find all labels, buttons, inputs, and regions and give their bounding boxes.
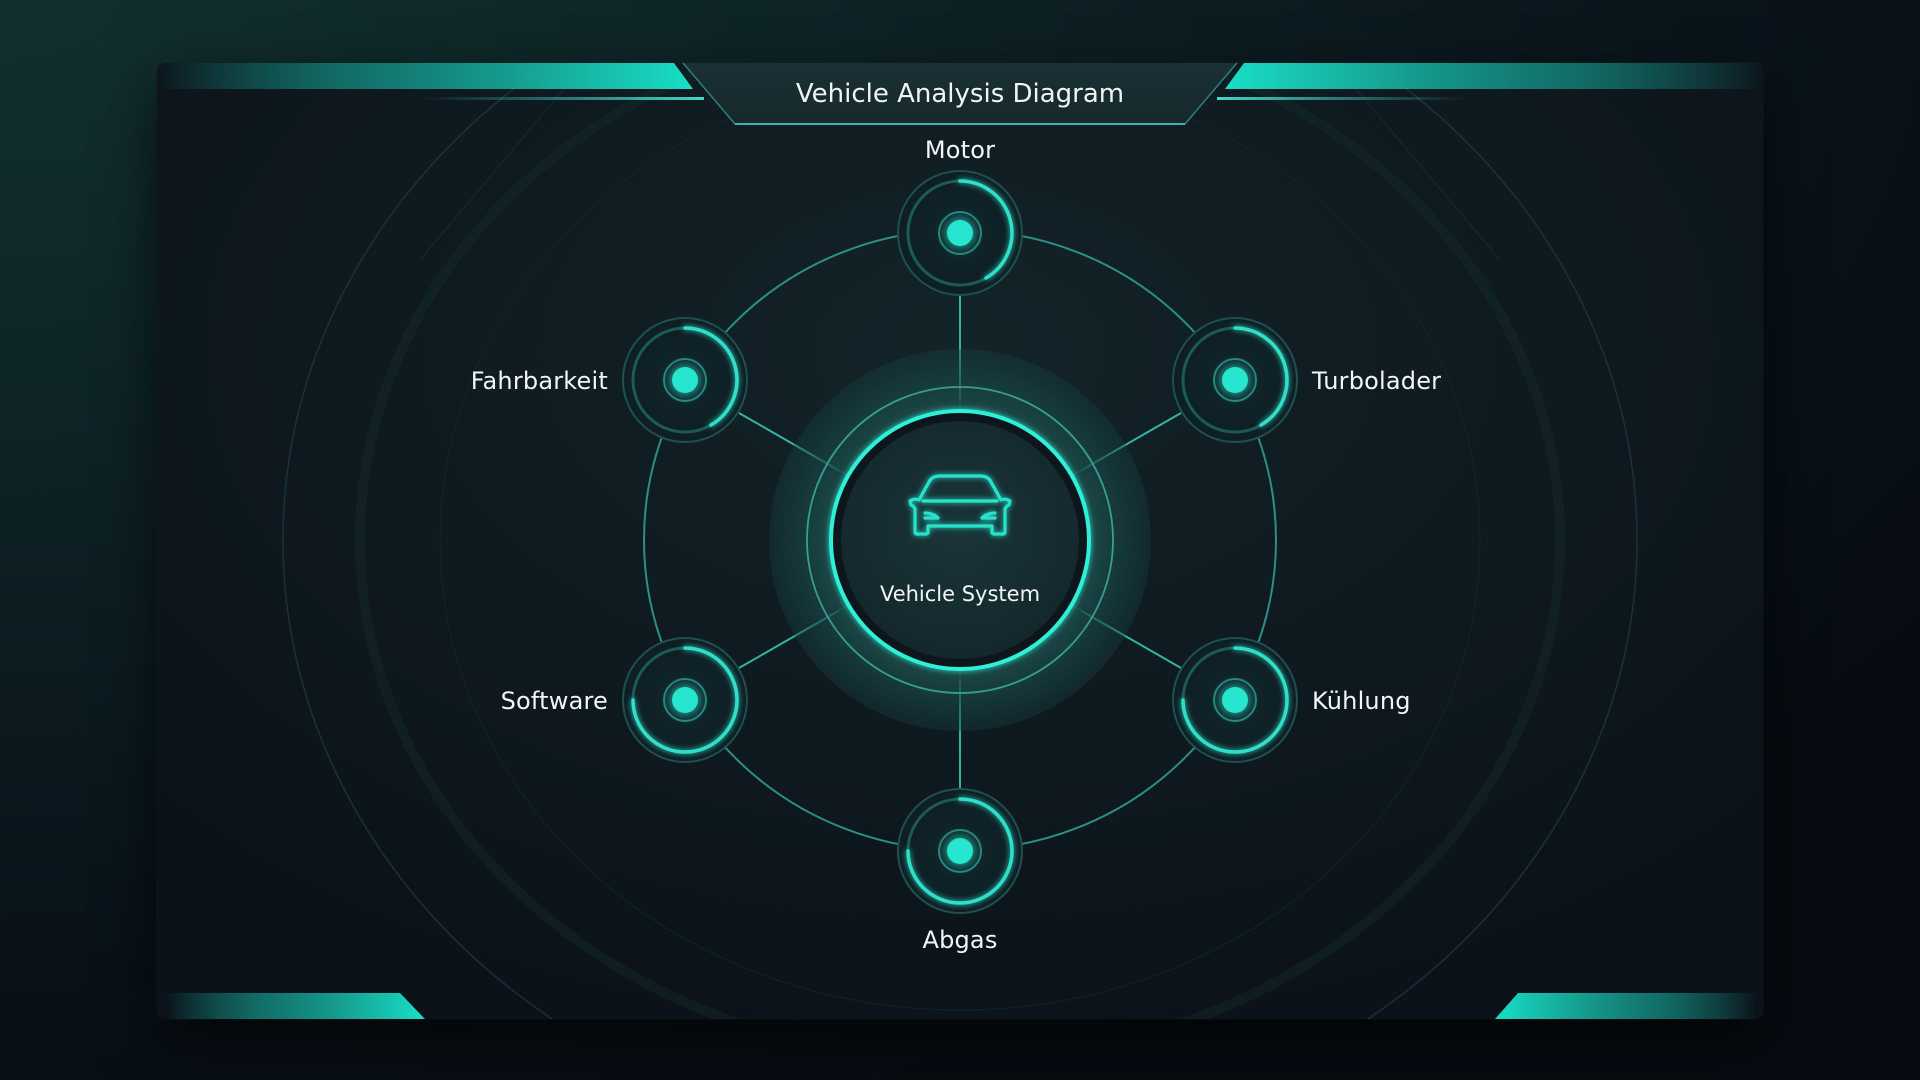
car-front-icon [908,474,1012,536]
node-software[interactable] [622,637,748,763]
node-label-abgas: Abgas [922,926,998,954]
node-label-kuehlung: Kühlung [1312,687,1411,715]
node-abgas[interactable] [897,788,1023,914]
title-plate [682,62,1238,125]
node-label-software: Software [500,687,608,715]
node-label-motor: Motor [924,136,996,164]
diagram-title: Vehicle Analysis Diagram [795,79,1125,109]
bottom-left-accent [165,993,425,1019]
node-label-turbolader: Turbolader [1312,367,1442,395]
top-right-accent [1217,63,1763,100]
node-label-fahrbarkeit: Fahrbarkeit [470,367,608,395]
top-left-accent [157,63,704,100]
bottom-right-accent [1495,993,1757,1019]
center-hub [769,349,1151,731]
center-label: Vehicle System [879,582,1041,606]
node-motor[interactable] [897,170,1023,296]
node-kuehlung[interactable] [1172,637,1298,763]
node-turbolader[interactable] [1172,317,1298,443]
node-fahrbarkeit[interactable] [622,317,748,443]
